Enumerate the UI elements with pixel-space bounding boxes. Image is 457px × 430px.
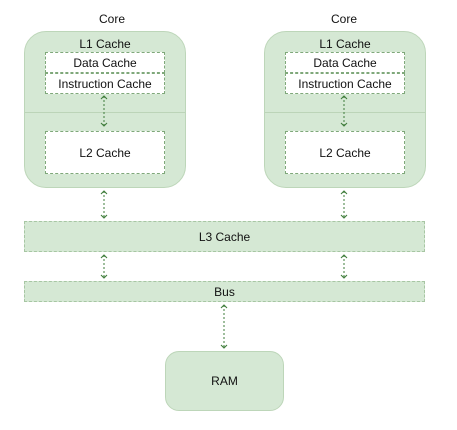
core-left: L1 Cache Data Cache Instruction Cache L2… bbox=[24, 31, 186, 188]
bus-band: Bus bbox=[24, 281, 425, 302]
l1-cache-label-left: L1 Cache bbox=[79, 37, 131, 51]
l3-cache-band: L3 Cache bbox=[24, 221, 425, 252]
l1-l2-divider-left bbox=[25, 112, 185, 113]
ram-box: RAM bbox=[165, 351, 284, 411]
instruction-cache-right: Instruction Cache bbox=[285, 73, 405, 94]
core-label-left: Core bbox=[98, 12, 125, 26]
core-right: L1 Cache Data Cache Instruction Cache L2… bbox=[264, 31, 426, 188]
instruction-cache-left: Instruction Cache bbox=[45, 73, 165, 94]
l2-cache-left: L2 Cache bbox=[45, 131, 165, 174]
l1-cache-label-right: L1 Cache bbox=[319, 37, 371, 51]
data-cache-right: Data Cache bbox=[285, 52, 405, 73]
data-cache-left: Data Cache bbox=[45, 52, 165, 73]
l2-cache-right: L2 Cache bbox=[285, 131, 405, 174]
core-label-right: Core bbox=[330, 12, 357, 26]
l1-l2-divider-right bbox=[265, 112, 425, 113]
